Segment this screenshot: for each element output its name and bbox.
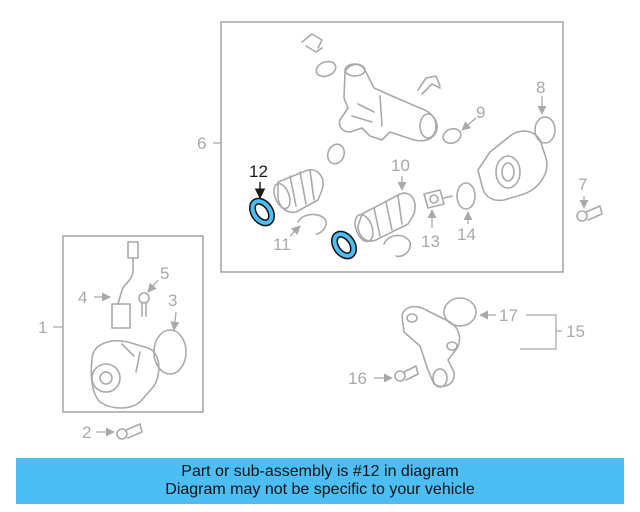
sensor-harness-4 [111, 241, 139, 329]
callout-17: 17 [499, 306, 518, 325]
coolant-hose-10 [354, 192, 416, 243]
assembly-6-frame [220, 21, 564, 273]
banner-line-part: Part or sub-assembly is #12 in diagram [181, 463, 459, 480]
bolt-7 [576, 205, 603, 222]
clip-part [301, 33, 323, 53]
assembly-1-frame [62, 235, 204, 413]
o-ring-small [326, 143, 346, 165]
callout-6: 6 [197, 134, 206, 153]
bolt-16 [394, 365, 419, 382]
screw-5 [138, 292, 150, 317]
clip-part-2 [417, 75, 441, 95]
leader-15-bracket [520, 314, 562, 350]
callout-1: 1 [38, 318, 47, 337]
leader-3 [170, 311, 180, 331]
part-12-highlight [248, 197, 358, 260]
clamp-lower [383, 234, 412, 258]
o-ring-8 [534, 116, 556, 144]
callout-8: 8 [536, 78, 545, 97]
coolant-hose-left [273, 168, 324, 214]
coolant-outlet-flange-15 [401, 305, 461, 388]
o-ring-14 [456, 182, 476, 210]
leader-11 [289, 225, 301, 237]
callout-7: 7 [578, 175, 587, 194]
bolt-2 [116, 423, 143, 440]
thermostat-housing-part [477, 130, 548, 202]
banner-line-disclaimer: Diagram may not be specific to your vehi… [165, 481, 475, 498]
o-ring-top [315, 60, 337, 78]
callout-16: 16 [348, 369, 367, 388]
callout-15: 15 [566, 322, 585, 341]
callout-3: 3 [168, 291, 177, 310]
leader-9 [461, 117, 477, 131]
water-pump-part [90, 340, 160, 409]
o-ring-17 [443, 297, 477, 327]
leader-5 [147, 279, 159, 293]
callout-12: 12 [249, 162, 268, 181]
o-ring-9 [442, 127, 462, 145]
callout-9: 9 [476, 103, 485, 122]
callout-4: 4 [78, 288, 87, 307]
clamp-11 [297, 213, 327, 235]
callout-2: 2 [82, 423, 91, 442]
callout-14: 14 [457, 225, 476, 244]
callout-5: 5 [160, 264, 169, 283]
coolant-flange-part [338, 63, 438, 142]
sensor-13 [423, 189, 453, 209]
part-info-banner: Part or sub-assembly is #12 in diagram D… [16, 458, 624, 504]
callout-11: 11 [273, 235, 291, 254]
callout-13: 13 [421, 232, 440, 251]
callout-10: 10 [391, 156, 410, 175]
